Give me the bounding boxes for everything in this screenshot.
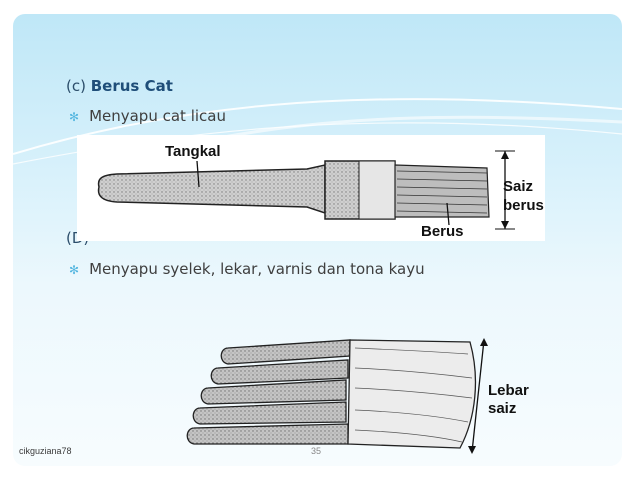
- paint-brush-illustration: [97, 150, 515, 230]
- saiz-label: Saiz: [503, 178, 534, 195]
- paint-brush-figure: Tangkal Saiz berus Berus: [77, 135, 545, 241]
- footer-author: cikguziana78: [19, 446, 72, 456]
- heading-title: Berus Cat: [90, 77, 173, 95]
- lebar-label: Lebar: [488, 382, 529, 399]
- flat-brush-illustration: [186, 338, 488, 454]
- bullet-text-1: Menyapu cat licau: [89, 107, 226, 125]
- bullet-item-2: ✻ Menyapu syelek, lekar, varnis dan tona …: [69, 260, 425, 278]
- berus-label: Berus: [421, 223, 464, 240]
- flat-brush-figure: Lebar saiz: [180, 318, 540, 458]
- bullet-item-1: ✻ Menyapu cat licau: [69, 107, 226, 125]
- slide-heading: (c) Berus Cat: [66, 77, 173, 95]
- saiz-width-label: saiz: [488, 400, 517, 417]
- berus-size-label: berus: [503, 197, 544, 214]
- bullet-star-icon: ✻: [69, 263, 80, 277]
- tangkal-label: Tangkal: [165, 143, 221, 160]
- heading-prefix: (c): [66, 77, 86, 95]
- footer-page-number: 35: [311, 446, 322, 456]
- bullet-text-2: Menyapu syelek, lekar, varnis dan tona k…: [89, 260, 425, 278]
- bullet-star-icon: ✻: [69, 110, 80, 124]
